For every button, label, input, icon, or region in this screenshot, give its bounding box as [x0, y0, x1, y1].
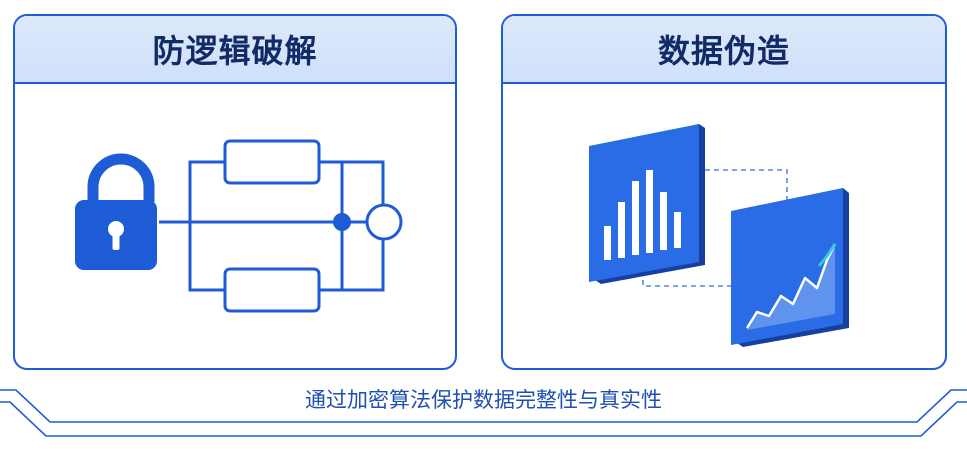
circuit-block-lower — [223, 267, 321, 313]
bar — [604, 226, 611, 260]
line-series-accent — [817, 243, 837, 267]
connector-bottom — [642, 262, 731, 287]
panel-body — [15, 84, 455, 368]
lock-circuit-illustration — [75, 139, 403, 313]
frame-line-lower — [0, 401, 967, 437]
caption: 通过加密算法保护数据完整性与真实性 — [305, 388, 662, 412]
screen-face — [589, 124, 699, 282]
panel-body — [503, 84, 945, 368]
panel-title: 防逻辑破解 — [152, 32, 318, 70]
keyhole — [108, 221, 124, 237]
data-forgery-panel: 数据伪造 — [501, 14, 947, 370]
bar-chart-screen-icon — [589, 124, 705, 284]
circuit-output-node — [365, 203, 403, 241]
circuit-block-upper — [223, 139, 321, 185]
connector-top — [705, 169, 788, 200]
anti-logic-cracking-panel: 防逻辑破解 — [13, 14, 457, 370]
bar — [632, 181, 639, 255]
line-series — [745, 243, 837, 329]
screen-face — [731, 188, 843, 345]
chart-screens-illustration — [589, 124, 849, 347]
bar — [674, 212, 681, 248]
panel-title: 数据伪造 — [657, 32, 790, 70]
circuit-wire-lower-left — [188, 222, 225, 292]
bar — [618, 202, 625, 258]
line-chart-screen-icon — [731, 188, 849, 347]
bar — [646, 170, 653, 253]
circuit-wire-upper-left — [188, 160, 225, 222]
keyhole-slot — [112, 231, 120, 250]
lock-shackle — [87, 153, 155, 202]
panel-header: 数据伪造 — [503, 16, 945, 84]
footer-frame-decoration — [0, 389, 967, 437]
circuit-wire-upper-right — [319, 160, 385, 204]
circuit-junction-node — [333, 213, 351, 231]
circuit-diagram — [159, 139, 403, 313]
bar — [660, 192, 667, 250]
line-area-fill — [747, 244, 835, 330]
panel-header: 防逻辑破解 — [15, 16, 455, 84]
frame-line-upper — [0, 389, 967, 423]
bar-marks — [604, 170, 681, 260]
lock-icon — [75, 153, 157, 270]
dashed-connectors — [642, 169, 788, 287]
circuit-wire-lower-right — [319, 240, 385, 292]
